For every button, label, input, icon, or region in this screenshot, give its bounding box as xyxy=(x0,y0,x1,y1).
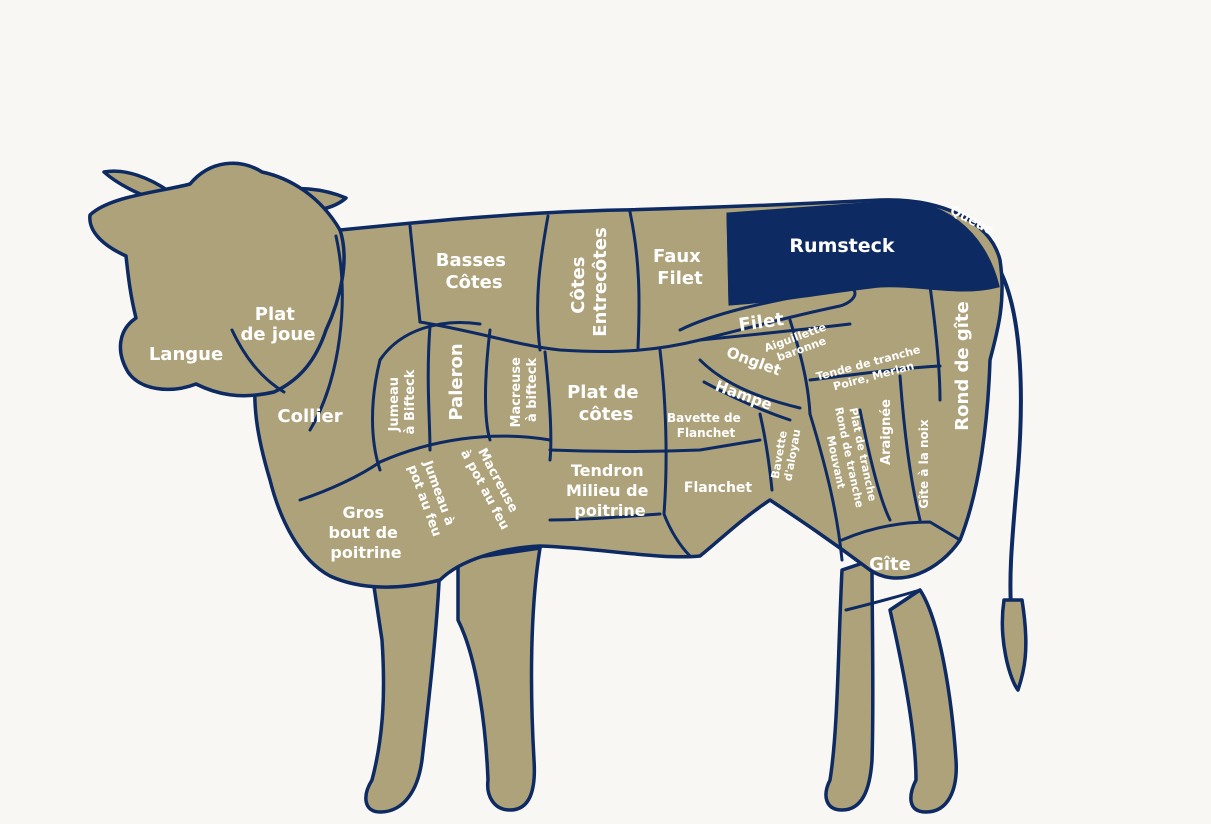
svg-text:Macreuse à bifteck: Macreuse à bifteck xyxy=(509,353,540,428)
label-rumsteck: Rumsteck xyxy=(789,235,894,257)
label-tendron: Tendron Milieu de poitrine xyxy=(566,461,654,520)
label-plat-de-joue-line-1: Plat xyxy=(255,304,296,325)
label-gros-bout-line-2: bout de xyxy=(329,523,399,542)
label-jumeau-bifteck-line-2: à Bifteck xyxy=(403,369,418,434)
label-basses-cotes-line-2: Côtes xyxy=(445,272,502,293)
label-jumeau-bifteck-line-1: Jumeau xyxy=(387,377,402,432)
label-faux-filet: Faux Filet xyxy=(653,246,707,289)
label-bavette-de-flanchet: Bavette de Flanchet xyxy=(667,411,745,440)
label-langue: Langue xyxy=(149,344,223,365)
label-cotes-entrecotes-line-2: Entrecôtes xyxy=(590,227,611,336)
label-gros-bout-line-1: Gros xyxy=(342,503,384,522)
label-gite: Gîte xyxy=(869,554,911,575)
rear-leg-left xyxy=(826,560,873,810)
label-macreuse-a-bifteck: Macreuse à bifteck xyxy=(509,353,540,428)
label-rond-de-gite: Rond de gîte xyxy=(952,301,973,430)
svg-text:Jumeau à Bifteck: Jumeau à Bifteck xyxy=(387,369,418,434)
label-plat-de-cotes-line-2: côtes xyxy=(579,404,634,425)
label-plat-de-joue-line-2: de joue xyxy=(241,324,316,345)
label-plat-de-cotes-line-1: Plat de xyxy=(567,382,638,403)
label-jumeau-a-bifteck: Jumeau à Bifteck xyxy=(387,369,418,434)
label-gite-a-la-noix: Gîte à la noix xyxy=(917,419,931,509)
front-leg-left xyxy=(366,560,440,812)
label-basses-cotes: Basses Côtes xyxy=(436,250,513,293)
label-flanchet: Flanchet xyxy=(684,480,753,496)
label-plat-de-cotes: Plat de côtes xyxy=(567,382,645,425)
label-collier: Collier xyxy=(277,406,342,427)
label-gros-bout-line-3: poitrine xyxy=(330,543,401,562)
rear-leg-right xyxy=(890,590,956,812)
label-faux-filet-line-1: Faux xyxy=(653,246,701,267)
label-tendron-line-1: Tendron xyxy=(571,461,644,480)
front-leg-right xyxy=(458,548,540,810)
label-macreuse-bifteck-line-1: Macreuse xyxy=(509,357,524,428)
label-araignee: Araignée xyxy=(879,399,894,465)
label-bavette-flanchet-line-2: Flanchet xyxy=(677,426,736,440)
label-cotes-entrecotes-line-1: Côtes xyxy=(568,257,589,314)
label-tendron-line-2: Milieu de xyxy=(566,481,649,500)
label-paleron: Paleron xyxy=(446,343,467,420)
label-bavette-flanchet-line-1: Bavette de xyxy=(667,411,741,425)
label-basses-cotes-line-1: Basses xyxy=(436,250,506,271)
label-macreuse-bifteck-line-2: à bifteck xyxy=(525,358,540,422)
tail-tuft xyxy=(1002,600,1025,690)
label-tendron-line-3: poitrine xyxy=(574,501,645,520)
label-faux-filet-line-2: Filet xyxy=(657,268,703,289)
